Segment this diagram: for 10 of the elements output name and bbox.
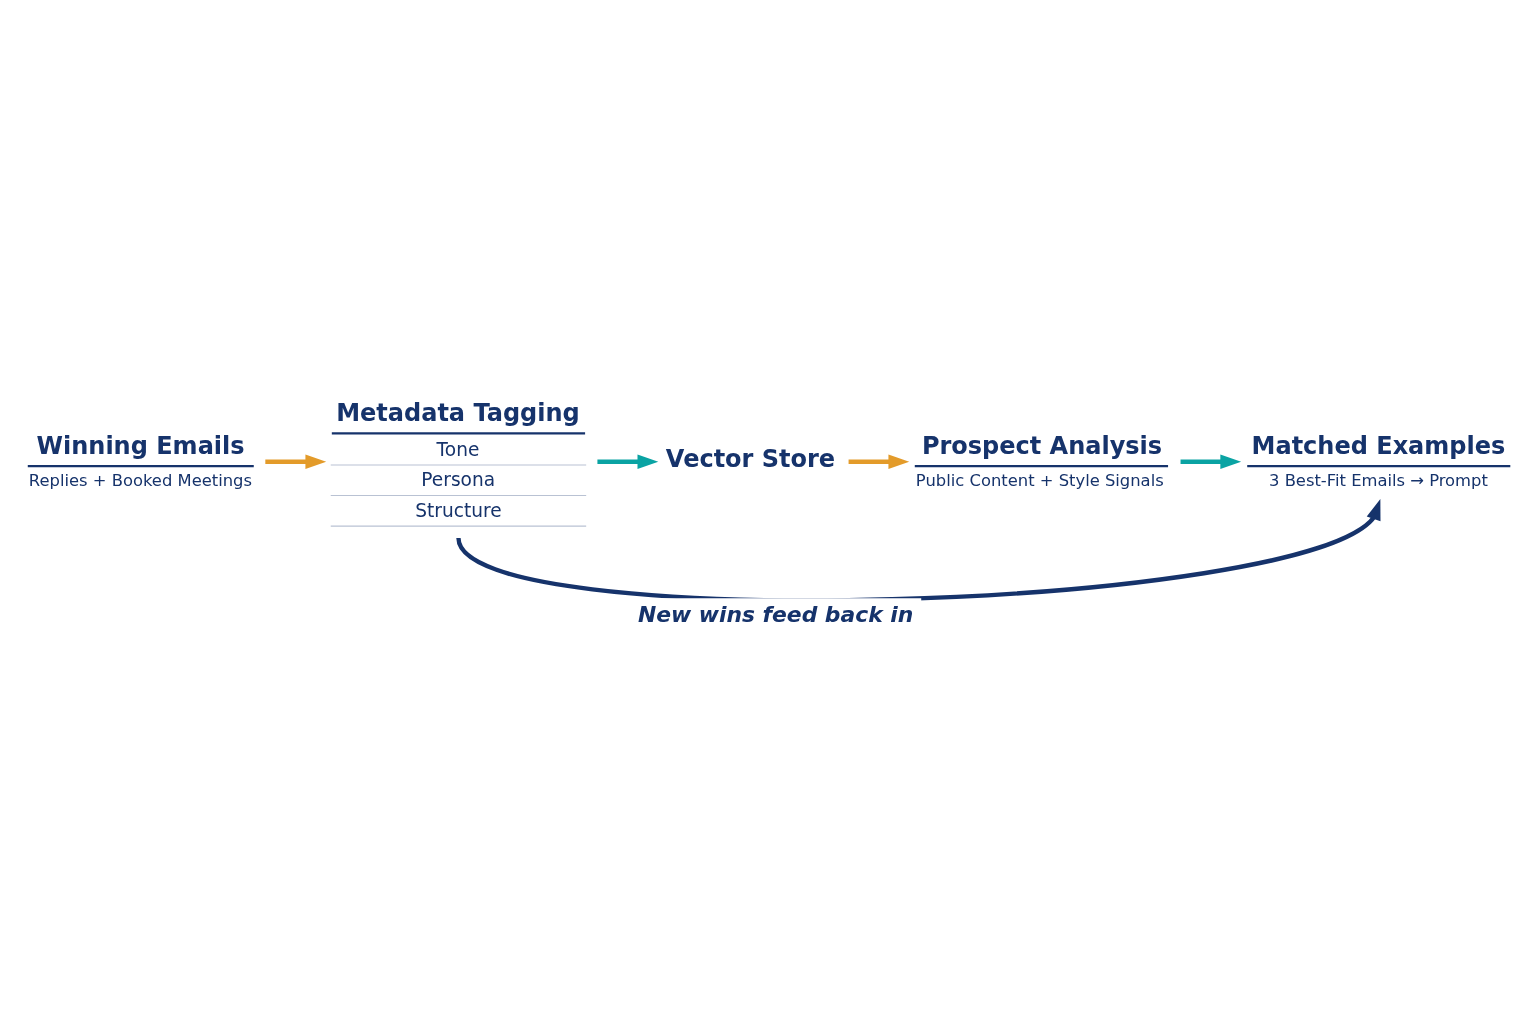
node-text: Metadata Tagging Tone Persona Structure (335, 398, 580, 521)
node-text: Matched Examples 3 Best-Fit Emails → Prompt (1251, 431, 1505, 490)
node-text: Vector Store (665, 444, 835, 473)
arrow (596, 454, 658, 469)
arrow (1180, 454, 1241, 469)
node-text: Prospect Analysis Public Content + Style Signals (915, 431, 1164, 490)
node-text: Winning Emails Replies + Booked Meetings (28, 431, 252, 490)
arrow (264, 454, 326, 469)
edge-label: New wins feed back in (637, 602, 913, 628)
arrow (848, 454, 909, 469)
